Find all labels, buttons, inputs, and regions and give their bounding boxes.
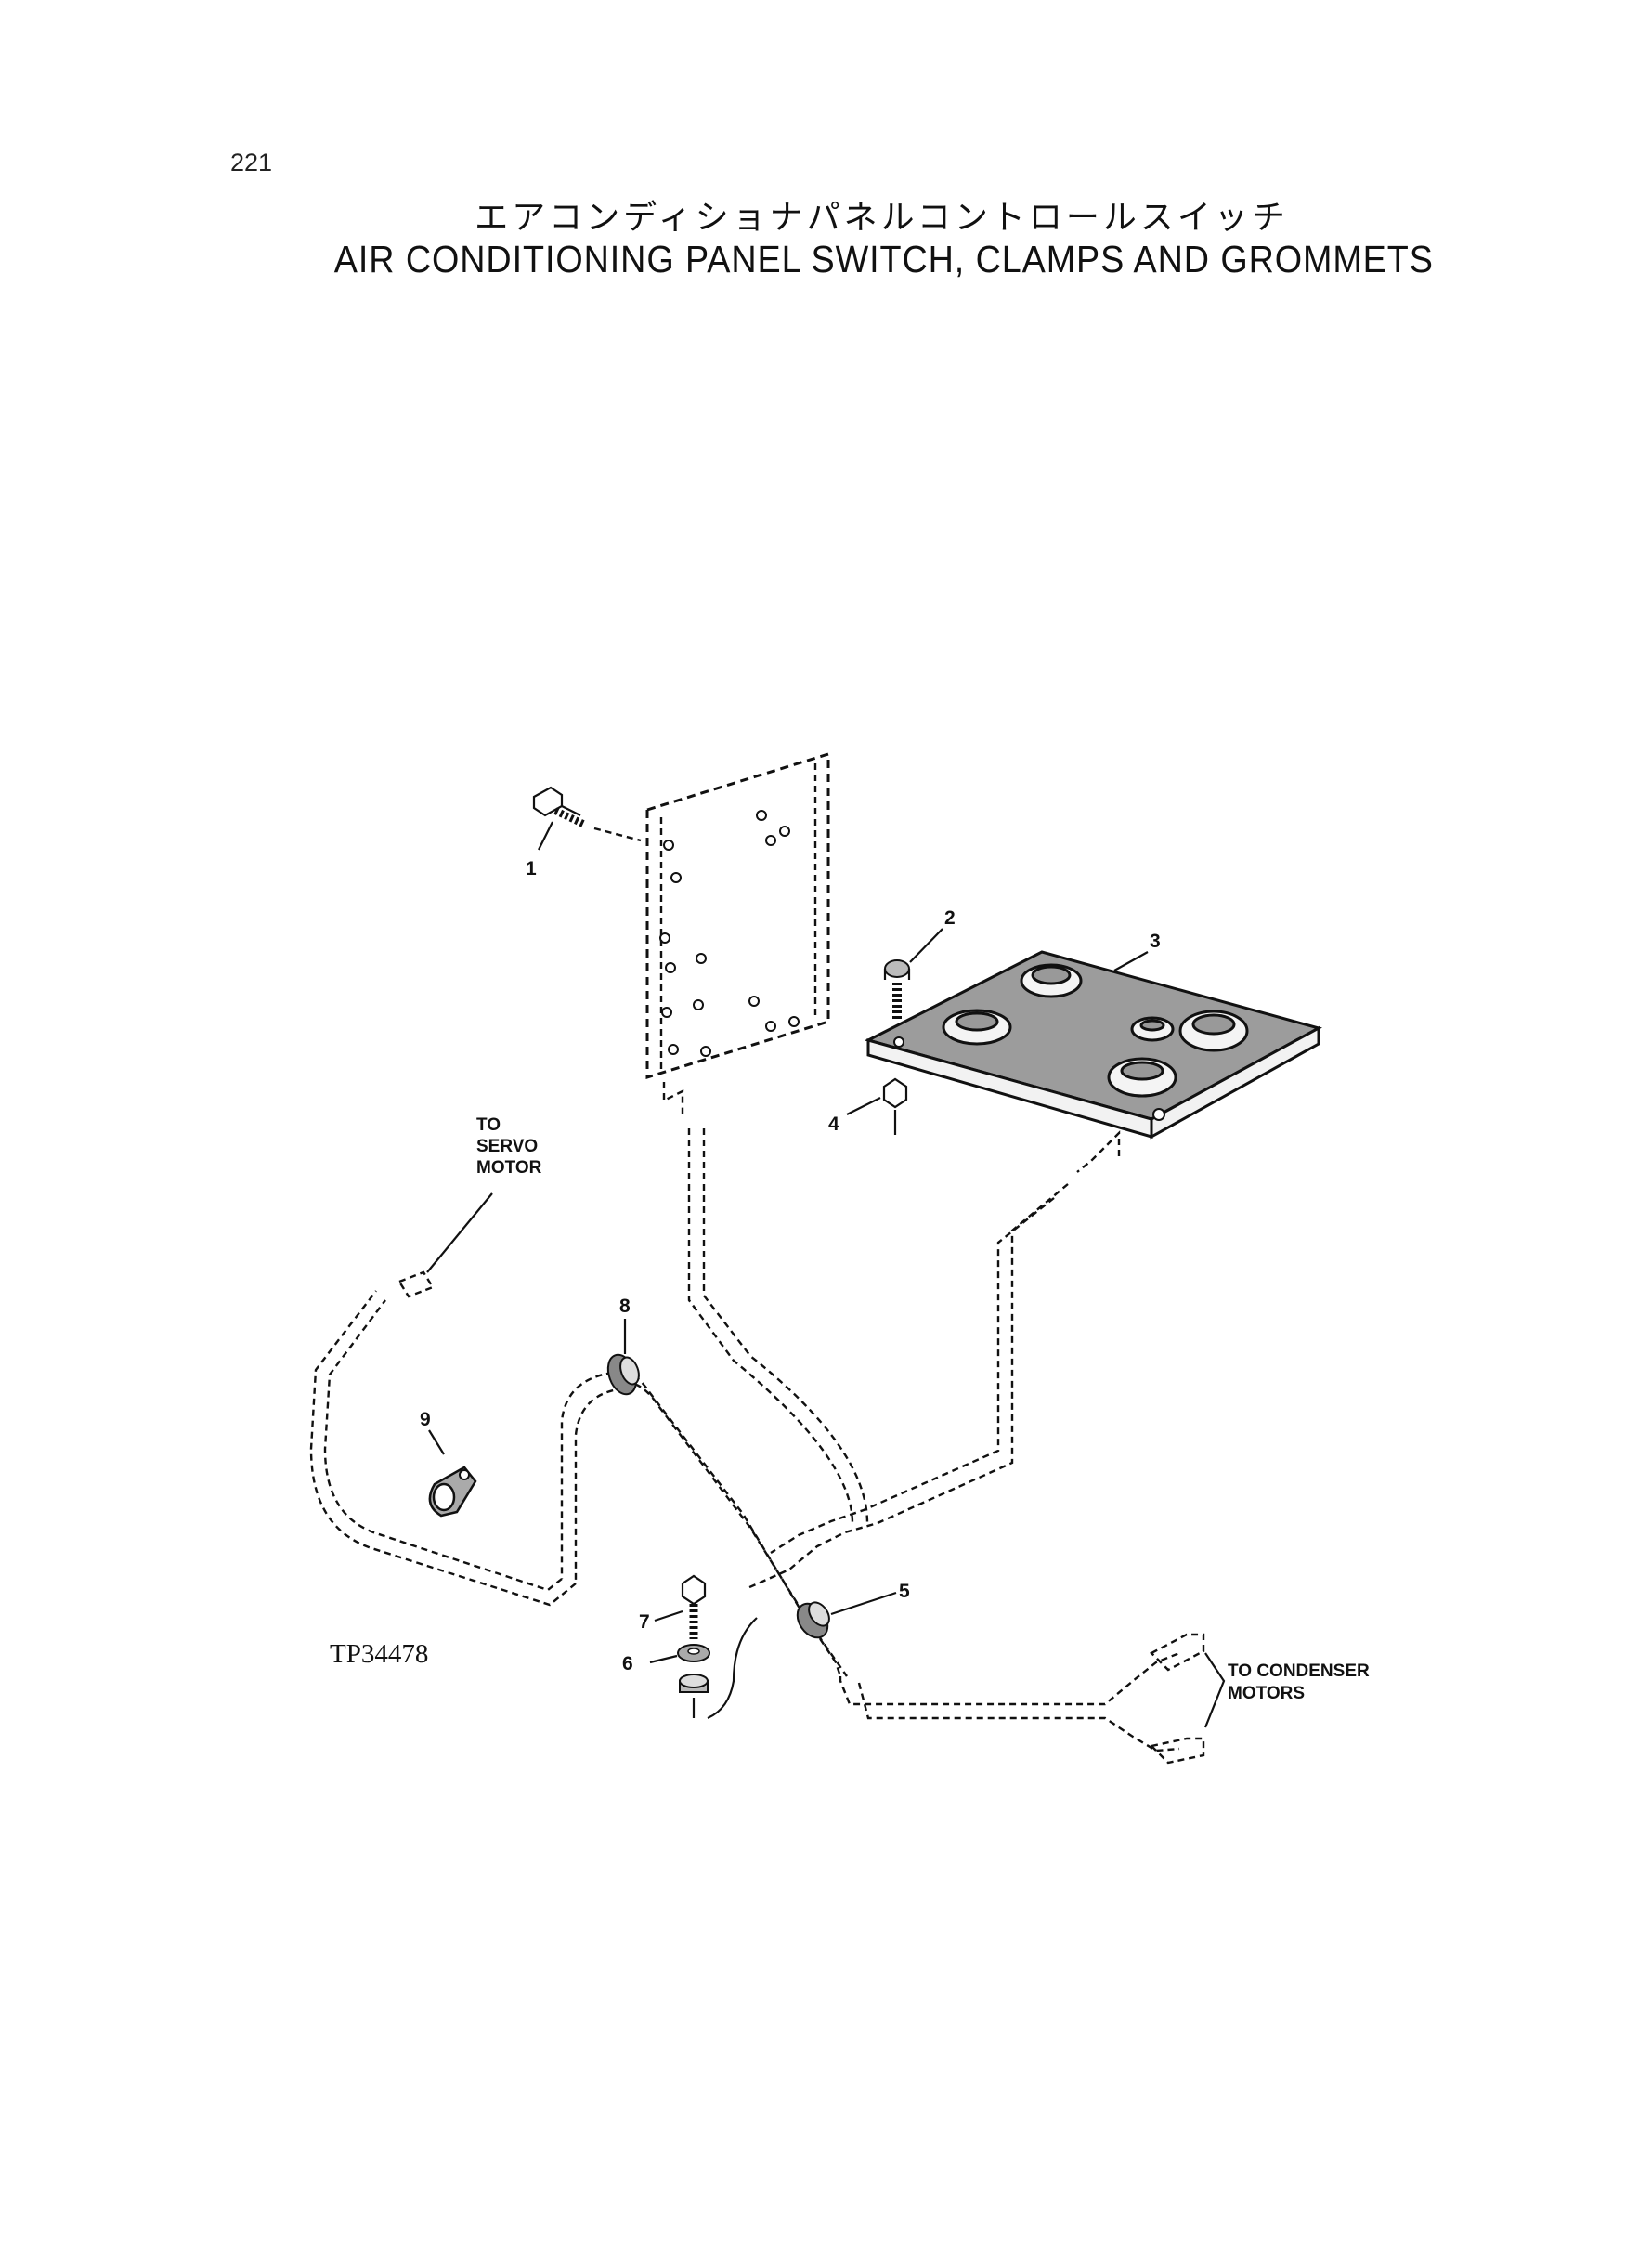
note-servo-line-2: SERVO	[476, 1137, 538, 1156]
callout-4: 4	[828, 1114, 839, 1135]
callout-9: 9	[420, 1409, 431, 1430]
callout-7: 7	[639, 1611, 650, 1633]
page-number: 221	[230, 149, 273, 176]
servo-connector	[397, 1192, 493, 1298]
nut-part-4	[846, 1077, 908, 1135]
callout-1: 1	[526, 858, 537, 879]
callout-2: 2	[944, 907, 956, 929]
wire-harness	[309, 1128, 1180, 1752]
note-condenser-line-2: MOTORS	[1228, 1684, 1305, 1703]
callout-3: 3	[1150, 931, 1161, 952]
callout-5: 5	[899, 1581, 910, 1602]
screw-part-2	[883, 928, 943, 1020]
title-english: AIR CONDITIONING PANEL SWITCH, CLAMPS AN…	[333, 238, 1434, 280]
switch-panel-part-3	[864, 950, 1322, 1140]
screw-part-7	[654, 1574, 707, 1639]
callout-6: 6	[622, 1653, 633, 1674]
callout-8: 8	[619, 1296, 631, 1317]
condenser-connectors	[1149, 1633, 1226, 1765]
title-japanese: エアコンディショナパネルコントロールスイッチ	[475, 199, 1289, 237]
note-servo-line-3: MOTOR	[476, 1158, 542, 1178]
washer-part-6	[649, 1644, 710, 1664]
mounting-panel	[645, 751, 830, 1114]
note-servo-line-1: TO	[476, 1115, 501, 1135]
grommet-part-5	[796, 1591, 897, 1639]
washer-lower	[679, 1674, 709, 1718]
figure-id: TP34478	[330, 1639, 428, 1669]
clamp-part-9	[428, 1429, 477, 1518]
note-condenser-line-1: TO CONDENSER	[1228, 1661, 1370, 1681]
bolt-part-1	[532, 786, 642, 851]
grommet-part-8	[606, 1319, 640, 1396]
